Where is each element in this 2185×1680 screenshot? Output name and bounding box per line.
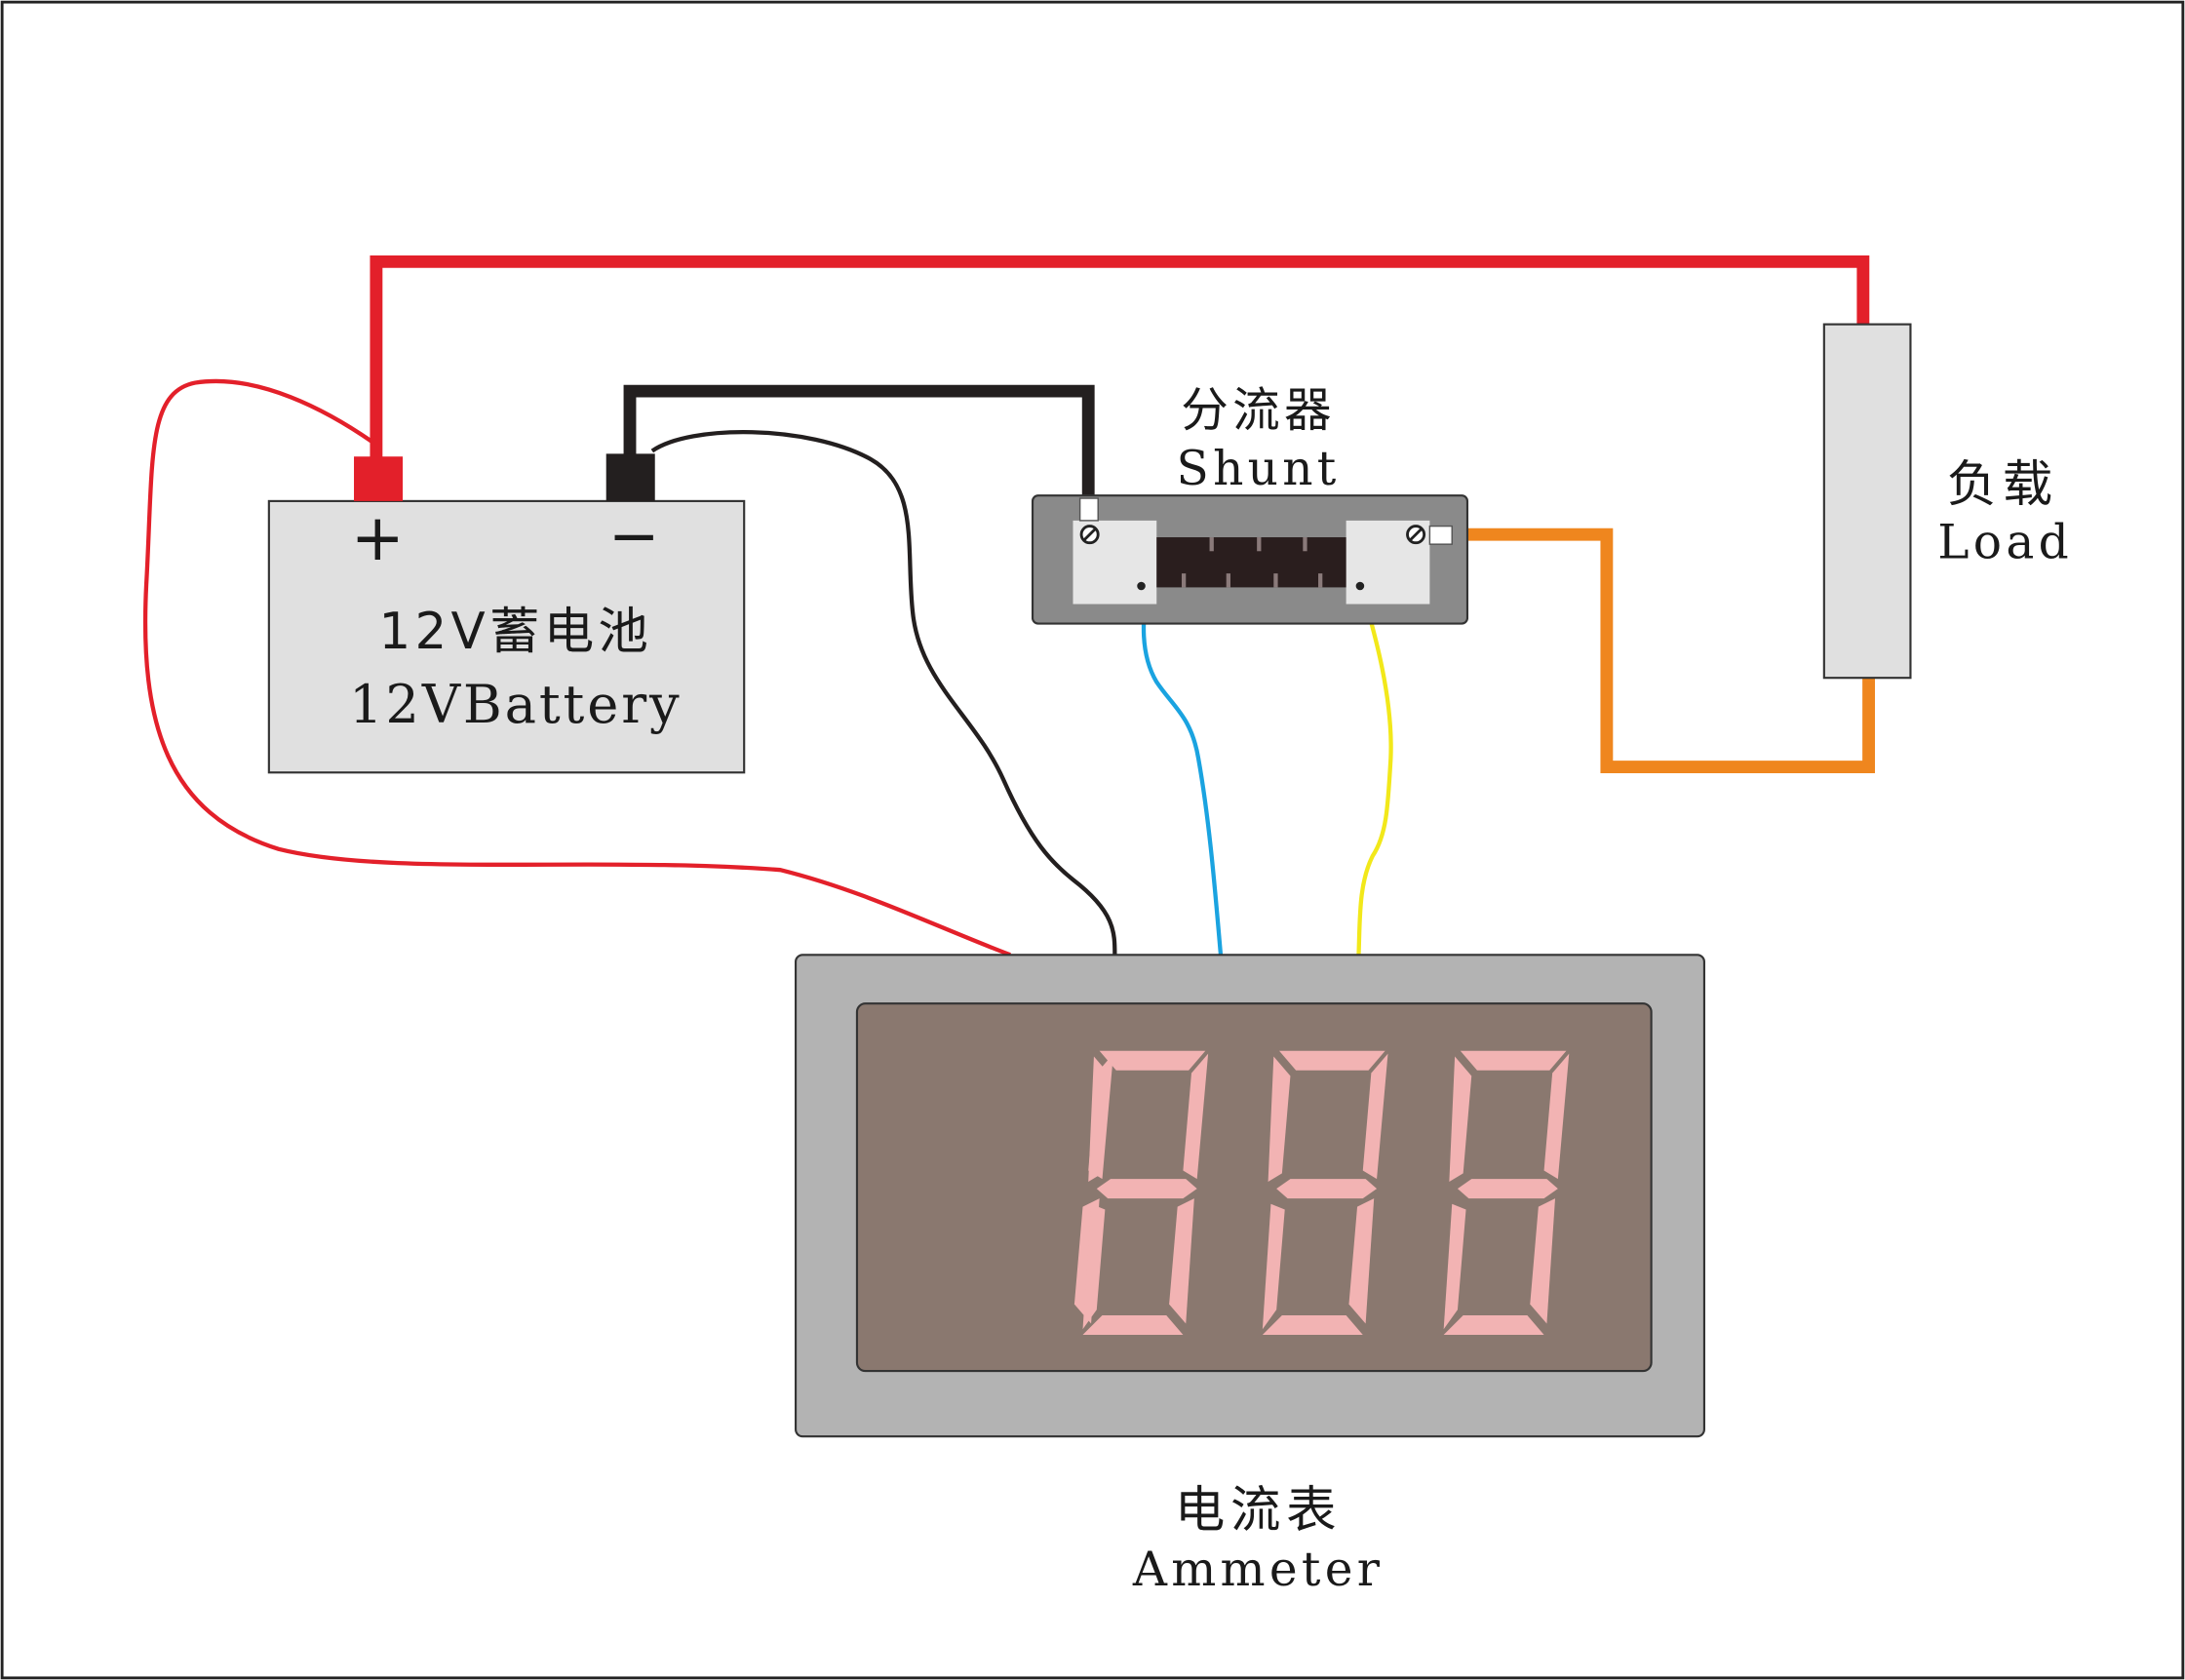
segment-f [1088, 1056, 1112, 1182]
shunt-left-sense-point [1137, 581, 1146, 591]
segment-f [1449, 1056, 1472, 1182]
battery-body [267, 499, 746, 774]
load-label-cn: 负载 [1947, 455, 2058, 514]
battery-negative-terminal [605, 453, 655, 501]
ammeter: 电流表 Ammeter [795, 954, 1705, 1597]
segment-a [1279, 1050, 1385, 1071]
sense-wire-blue [1141, 587, 1224, 956]
segment-g [1096, 1179, 1197, 1199]
segment-e [1443, 1203, 1466, 1330]
battery-positive-terminal [354, 456, 404, 501]
segment-d [1082, 1314, 1184, 1335]
segment-b [1543, 1053, 1570, 1180]
shunt-right-lug [1428, 525, 1453, 545]
shunt-label-cn: 分流器 [1181, 383, 1336, 438]
shunt-label-en: Shunt [1177, 442, 1341, 496]
negative-symbol: − [608, 500, 660, 571]
sense-wire-yellow [1356, 586, 1393, 956]
shunt-element-slots [1181, 537, 1323, 588]
shunt-right-sense-point [1355, 581, 1365, 591]
segment-b [1183, 1053, 1209, 1180]
shunt-left-lug [1078, 497, 1099, 522]
load-return-wire [1449, 527, 1876, 773]
segment-e [1262, 1203, 1285, 1330]
segment-a [1099, 1050, 1206, 1071]
shunt-right-screw-icon [1406, 525, 1426, 545]
ammeter-label-cn: 电流表 [1175, 1481, 1342, 1540]
main-positive-wire [370, 254, 1870, 460]
segment-d [1262, 1314, 1363, 1335]
battery-label-cn: 12V蓄电池 [378, 603, 652, 661]
digit-3 [1262, 1050, 1388, 1335]
shunt-left-screw-icon [1079, 525, 1100, 545]
shunt: 分流器 Shunt [1031, 383, 1469, 625]
battery-label-en: 12VBattery [349, 674, 683, 735]
segment-b [1362, 1053, 1388, 1180]
segment-g [1457, 1179, 1558, 1199]
segment-c [1530, 1198, 1555, 1324]
meter-power-negative-wire [650, 430, 1117, 956]
shunt-resistor-element [1156, 537, 1346, 588]
ammeter-digit-display [1073, 1050, 1570, 1335]
segment-d [1443, 1314, 1544, 1335]
segment-a [1460, 1050, 1567, 1071]
digit-2 [1082, 1050, 1209, 1335]
battery: + − 12V蓄电池 12VBattery [267, 453, 746, 774]
digit-4 [1443, 1050, 1570, 1335]
segment-f [1268, 1056, 1291, 1182]
load: 负载 Load [1822, 323, 2073, 680]
load-label-en: Load [1937, 515, 2073, 569]
segment-c [1348, 1198, 1375, 1324]
segment-g [1276, 1179, 1378, 1199]
segment-e [1082, 1203, 1106, 1330]
meter-power-positive-wire [142, 378, 1011, 957]
positive-symbol: + [351, 501, 405, 575]
ammeter-label-en: Ammeter [1132, 1543, 1384, 1597]
load-resistor [1822, 323, 1912, 680]
main-negative-wire [623, 384, 1095, 501]
